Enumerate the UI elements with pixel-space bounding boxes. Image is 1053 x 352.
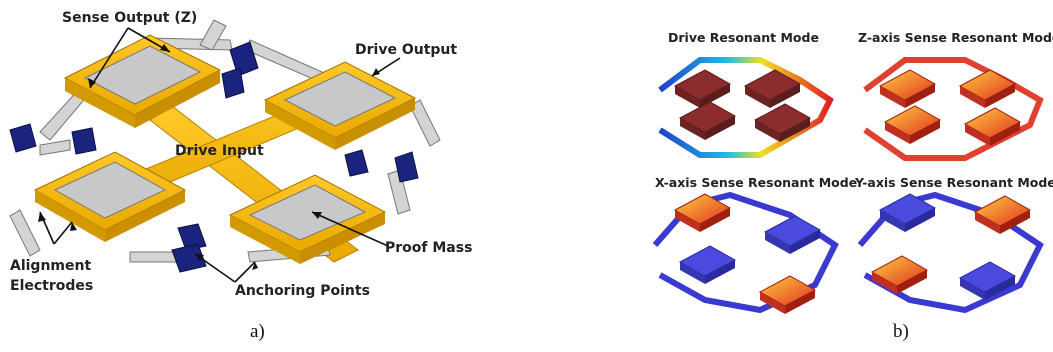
mode-title-z-axis: Z-axis Sense Resonant Mode: [858, 30, 1053, 45]
y-axis-mode-plot: [857, 191, 1044, 314]
proof-mass-top-right: [263, 61, 417, 150]
label-drive-output: Drive Output: [355, 42, 458, 58]
mode-title-drive: Drive Resonant Mode: [668, 30, 819, 45]
arrow-heads: [38, 44, 380, 270]
label-anchoring-points: Anchoring Points: [235, 283, 370, 299]
proof-mass-top-left: [63, 34, 222, 128]
drive-mode-plot: [658, 57, 834, 158]
mode-title-y-axis: Y-axis Sense Resonant Mode: [855, 175, 1053, 190]
label-proof-mass: Proof Mass: [385, 240, 473, 256]
label-sense-output: Sense Output (Z): [62, 10, 198, 26]
anchoring-points: [9, 41, 419, 273]
label-alignment: Alignment: [10, 258, 92, 274]
mode-title-x-axis: X-axis Sense Resonant Mode: [655, 175, 858, 190]
caption-a: a): [250, 321, 265, 342]
z-axis-mode-plot: [863, 57, 1044, 161]
caption-b: b): [893, 321, 909, 342]
label-drive-input: Drive Input: [175, 143, 264, 159]
proof-mass-bottom-right: [228, 174, 387, 264]
device-schematic: [9, 19, 441, 283]
label-electrodes: Electrodes: [10, 278, 94, 294]
proof-mass-bottom-left: [33, 151, 187, 242]
x-axis-mode-plot: [652, 191, 839, 314]
